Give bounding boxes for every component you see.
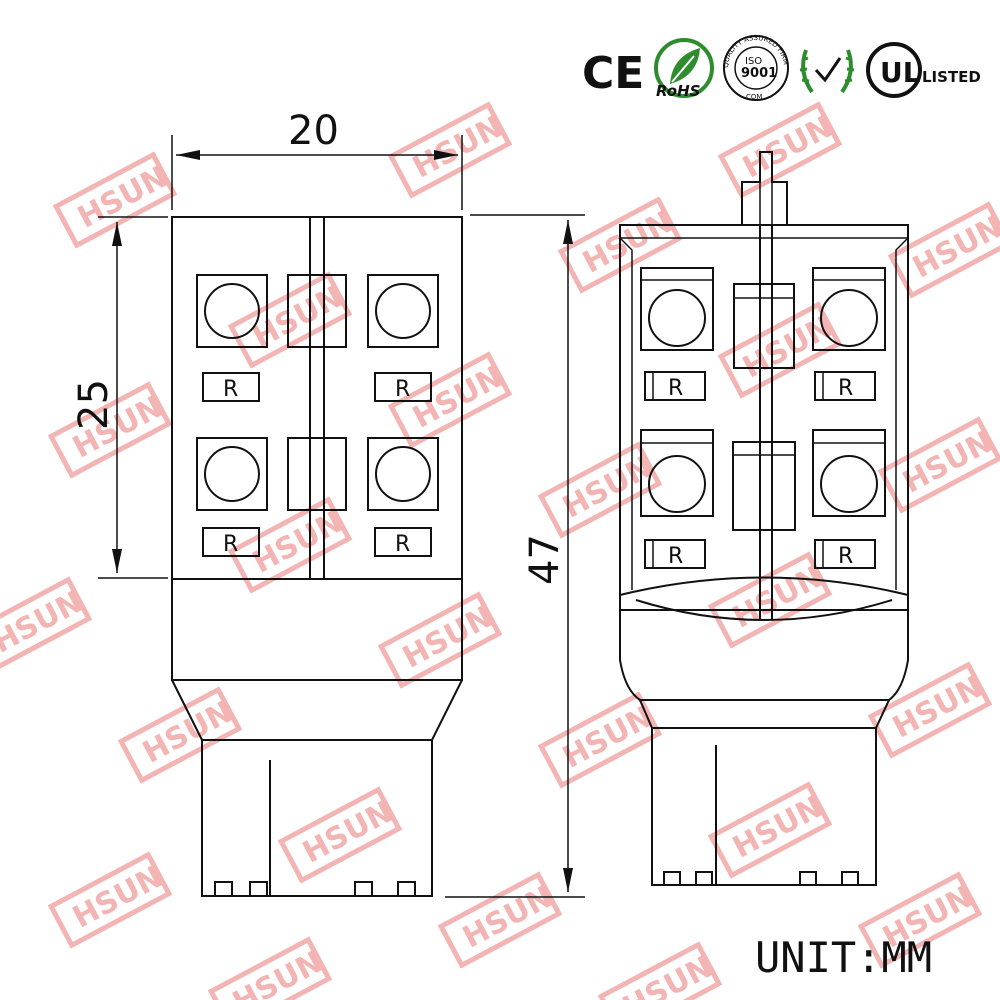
- dimension-width: 20: [171, 108, 463, 210]
- resistor: [202, 527, 260, 557]
- certification-logos: CE RoHS QUALITY ASSURED FIRM ISO 9001 CO…: [582, 34, 981, 101]
- collar-curve: [619, 576, 909, 596]
- svg-text:R: R: [223, 377, 238, 402]
- resistor: [644, 371, 706, 401]
- svg-text:R: R: [838, 544, 853, 569]
- led-chip: [367, 274, 439, 348]
- body-height-value: 25: [71, 379, 117, 430]
- check-icon: [814, 57, 842, 83]
- driver-chip: [287, 437, 347, 511]
- front-view: 20 25: [71, 108, 463, 897]
- width-value: 20: [288, 108, 339, 154]
- svg-text:ISO: ISO: [745, 56, 762, 67]
- led-chip: [640, 267, 714, 351]
- svg-text:R: R: [395, 377, 410, 402]
- wedge-base: [651, 728, 877, 886]
- socket-taper: [171, 679, 463, 741]
- dimension-total-height: 47: [445, 214, 585, 898]
- socket-collar: [171, 579, 463, 681]
- svg-text:LISTED: LISTED: [922, 68, 981, 86]
- rohs-logo: RoHS: [654, 38, 714, 100]
- driver-chip: [287, 274, 347, 348]
- svg-text:R: R: [668, 544, 683, 569]
- led-chip: [812, 429, 886, 517]
- led-chip-group: [640, 267, 886, 531]
- svg-text:R: R: [838, 376, 853, 401]
- led-chip: [367, 437, 439, 511]
- side-view: R R R R: [619, 151, 909, 886]
- driver-chip: [732, 441, 796, 531]
- base-notches: [663, 871, 859, 885]
- wedge-base: [201, 740, 433, 897]
- resistor: [814, 539, 876, 569]
- dimension-body-height: 25: [71, 216, 168, 579]
- svg-text:CE: CE: [582, 48, 644, 99]
- resistor-group: R R R R: [202, 372, 432, 557]
- svg-text:R: R: [668, 376, 683, 401]
- resistor: [644, 539, 706, 569]
- resistor: [814, 371, 876, 401]
- svg-text:UL: UL: [880, 56, 921, 89]
- total-height-value: 47: [522, 534, 568, 585]
- socket-taper: [639, 699, 890, 729]
- svg-text:COM: COM: [746, 93, 762, 101]
- resistor: [202, 372, 260, 402]
- pcb-tab: [741, 151, 788, 225]
- led-chip-group: [196, 274, 439, 511]
- svg-text:R: R: [223, 532, 238, 557]
- led-chip: [812, 267, 886, 351]
- led-chip: [196, 274, 268, 348]
- led-chip: [196, 437, 268, 511]
- led-chip: [640, 429, 714, 517]
- resistor: [374, 372, 432, 402]
- driver-chip: [733, 283, 795, 369]
- iso-9001-seal: QUALITY ASSURED FIRM ISO 9001 COM: [722, 34, 790, 101]
- pcb-edge: [309, 216, 325, 580]
- ul-listed-logo: UL LISTED: [866, 42, 981, 98]
- ce-mark: CE: [582, 48, 644, 99]
- unit-label: UNIT:MM: [755, 933, 932, 982]
- resistor: [374, 527, 432, 557]
- resistor-group: R R R R: [644, 371, 876, 569]
- led-body-outline: [619, 224, 909, 611]
- svg-text:R: R: [395, 532, 410, 557]
- quality-check-seal: [799, 49, 855, 94]
- socket-collar: [619, 595, 909, 701]
- svg-text:RoHS: RoHS: [656, 82, 700, 100]
- watermark-text: HSUN: [0, 584, 89, 660]
- base-notches: [214, 881, 416, 896]
- svg-text:9001: 9001: [741, 66, 777, 81]
